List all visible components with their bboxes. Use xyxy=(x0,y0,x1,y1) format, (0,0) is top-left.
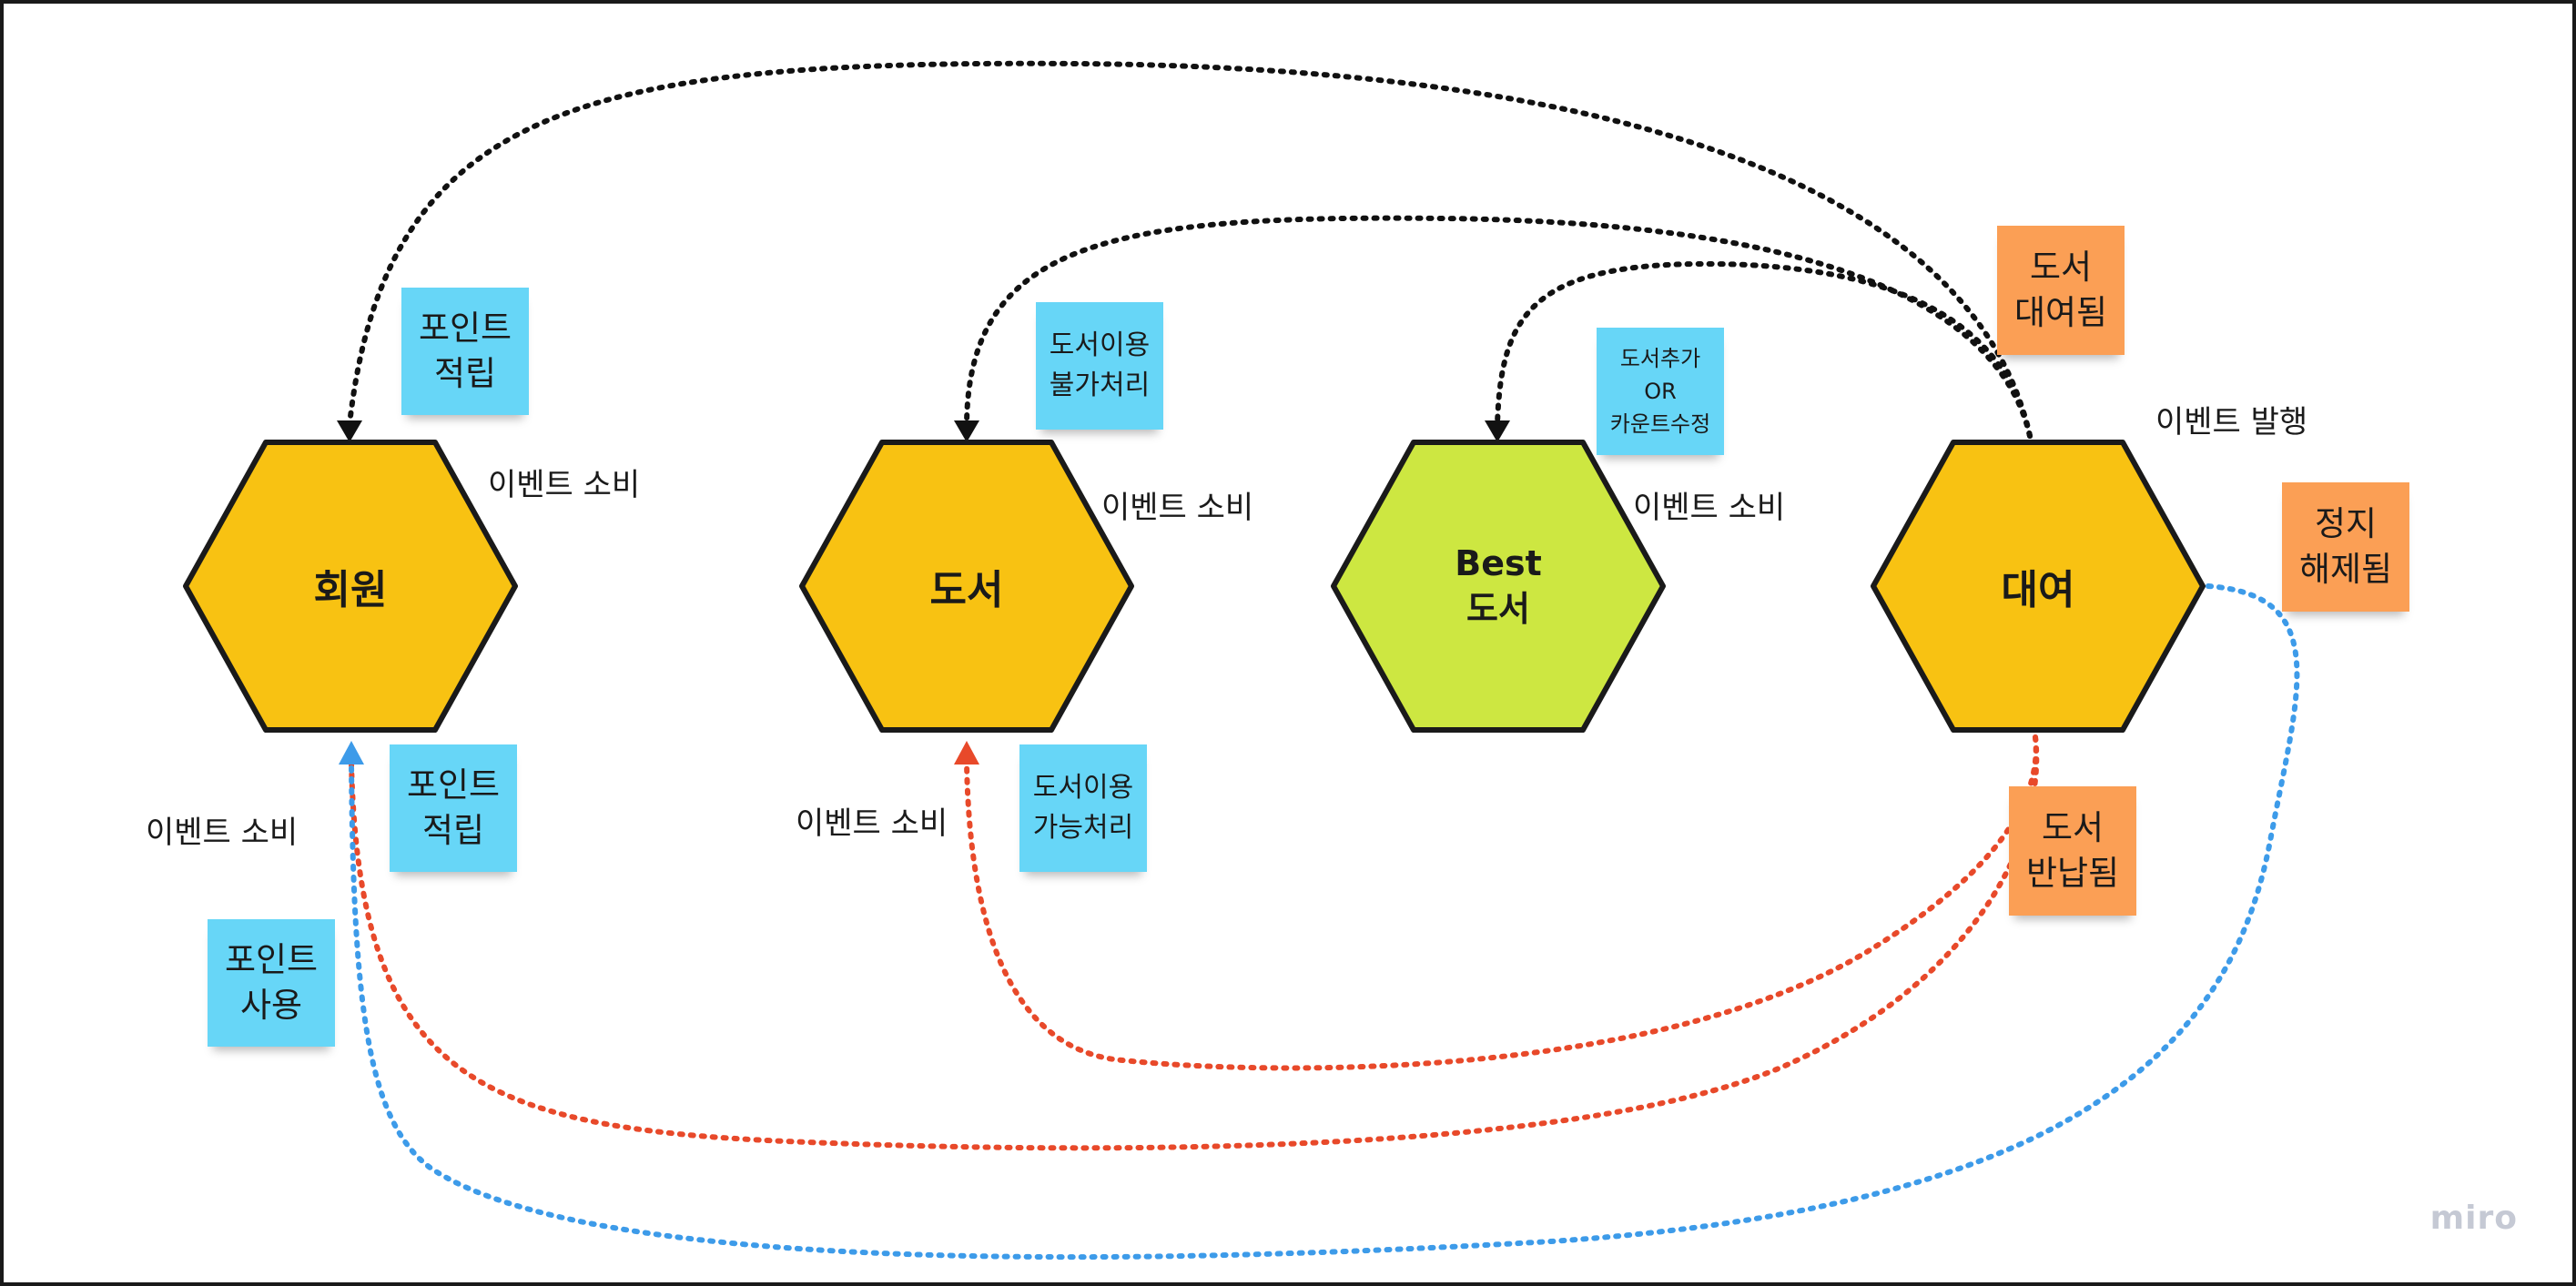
best-arrowhead-black xyxy=(1485,420,1510,442)
book-arrowhead-black xyxy=(954,420,979,442)
book-consume-label-top: 이벤트 소비 xyxy=(1101,490,1254,526)
book-rented-note[interactable]: 도서 대여됨 xyxy=(1997,226,2125,355)
book-available-note[interactable]: 도서이용 가능처리 xyxy=(1019,744,1147,872)
suspend-lifted-note[interactable]: 정지 해제됨 xyxy=(2282,482,2409,612)
member-point-use-note[interactable]: 포인트 사용 xyxy=(208,919,335,1047)
rental-hexagon-body xyxy=(1871,440,2206,733)
member-hexagon[interactable]: 회원 xyxy=(182,439,519,734)
book-arrowhead-red xyxy=(954,741,979,765)
book-hexagon[interactable]: 도서 xyxy=(798,439,1135,734)
rental-hexagon[interactable]: 대여 xyxy=(1870,439,2206,734)
member-label: 회원 xyxy=(313,567,388,613)
best-book-hexagon[interactable]: Best 도서 xyxy=(1330,439,1667,734)
book-hexagon-body xyxy=(799,440,1134,733)
member-point-earn-note-bottom[interactable]: 포인트 적립 xyxy=(390,744,517,872)
book-unavailable-note[interactable]: 도서이용 불가처리 xyxy=(1036,302,1163,430)
member-consume-label-bottom: 이벤트 소비 xyxy=(146,815,299,851)
best-book-label: Best 도서 xyxy=(1455,543,1542,629)
best-consume-label: 이벤트 소비 xyxy=(1633,490,1786,526)
member-point-earn-note-top[interactable]: 포인트 적립 xyxy=(401,288,529,415)
rental-to-member-line xyxy=(347,60,2033,439)
returned-to-member-line xyxy=(349,734,2040,1151)
miro-watermark: miro xyxy=(2429,1200,2518,1237)
best-book-hexagon-body xyxy=(1331,440,1666,733)
book-hexagon-shape xyxy=(799,440,1134,733)
rental-to-book-line xyxy=(964,215,2033,439)
rental-publish-label: 이벤트 발행 xyxy=(2155,404,2308,440)
member-hexagon-shape xyxy=(183,440,518,733)
book-consume-label-bottom: 이벤트 소비 xyxy=(796,805,948,842)
member-consume-label-top: 이벤트 소비 xyxy=(488,467,641,503)
best-update-note[interactable]: 도서추가 OR 카운트수정 xyxy=(1597,328,1724,455)
book-returned-note[interactable]: 도서 반납됨 xyxy=(2009,786,2136,916)
rental-label: 대여 xyxy=(2001,567,2075,613)
member-hexagon-body xyxy=(183,440,518,733)
best-book-hexagon-shape xyxy=(1331,440,1666,733)
member-arrowhead-blue xyxy=(339,741,364,765)
suspend-lifted-to-member-line xyxy=(349,583,2300,1261)
member-arrowhead-black xyxy=(337,420,362,442)
event-flow-lines xyxy=(337,60,2300,1261)
book-label: 도서 xyxy=(929,567,1004,613)
rental-to-best-line xyxy=(1495,260,2033,439)
rental-hexagon-shape xyxy=(1871,440,2206,733)
